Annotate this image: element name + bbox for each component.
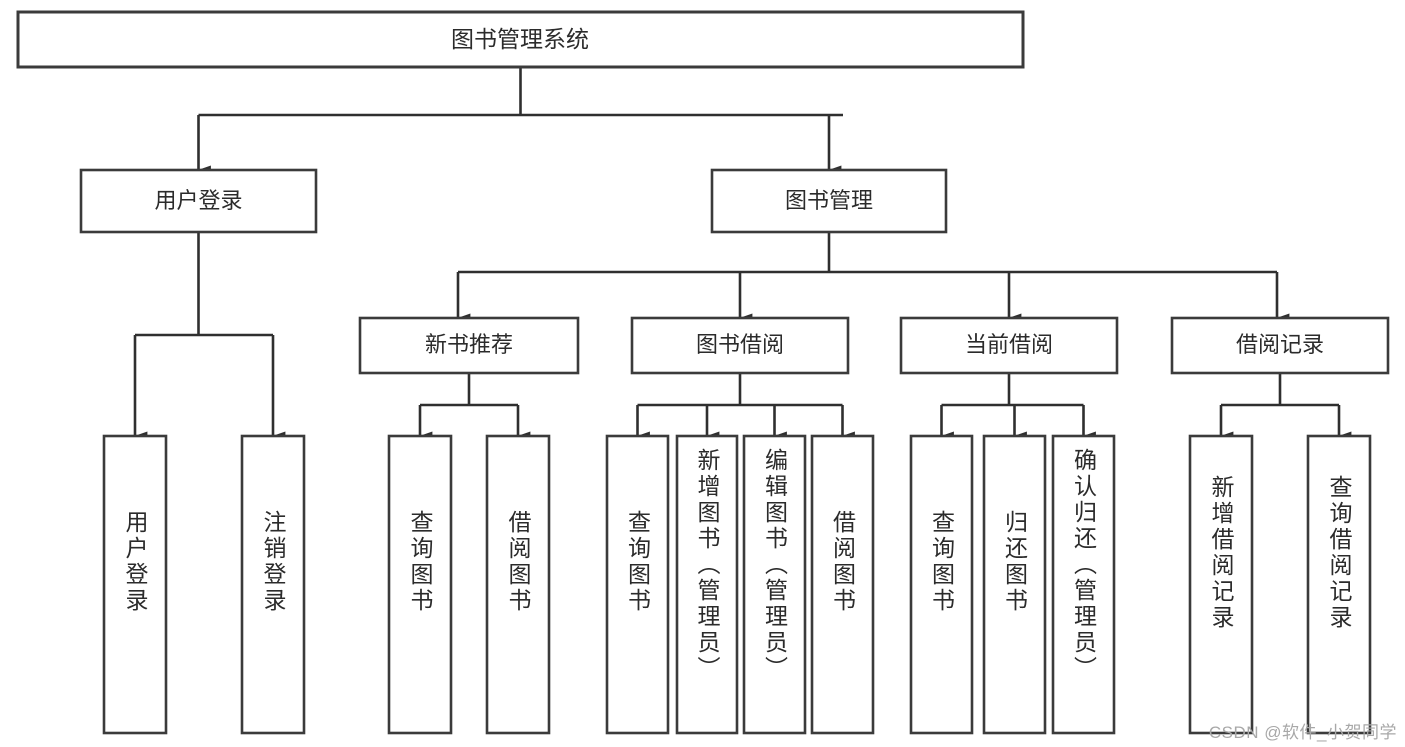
leaf-borrow-book-1-box[interactable] — [485, 434, 551, 735]
edge-group-root-to-level2 — [197, 67, 843, 175]
leaf-edit-book[interactable]: 编辑图书（管理员） — [742, 434, 807, 735]
leaf-add-book-label: 新增图书（管理员） — [694, 448, 721, 682]
node-borrow-record-box[interactable] — [1170, 316, 1390, 375]
leaf-borrow-book-2-label: 借阅图书 — [830, 510, 857, 614]
leaf-user-login-box[interactable] — [102, 434, 168, 735]
leaf-add-record-label: 新增借阅记录 — [1208, 475, 1235, 631]
node-user-login[interactable]: 用户登录 — [79, 168, 318, 234]
leaf-query-book-1[interactable]: 查询图书 — [387, 434, 453, 735]
edge-group-current-borrow-to-leaves — [940, 373, 1096, 441]
leaf-user-login-label: 用户登录 — [122, 510, 149, 614]
node-user-login-label: 用户登录 — [154, 188, 242, 213]
leaf-user-logout[interactable]: 注销登录 — [240, 434, 306, 735]
leaf-query-book-1-label: 查询图书 — [407, 510, 434, 614]
leaf-query-record[interactable]: 查询借阅记录 — [1306, 434, 1372, 735]
leaf-borrow-book-1[interactable]: 借阅图书 — [485, 434, 551, 735]
leaf-edit-book-label: 编辑图书（管理员） — [762, 448, 789, 682]
node-book-manage[interactable]: 图书管理 — [710, 168, 948, 234]
node-book-borrow-box[interactable] — [630, 316, 850, 375]
node-borrow-record[interactable]: 借阅记录 — [1170, 316, 1390, 375]
leaf-user-logout-box[interactable] — [240, 434, 306, 735]
edge-group-user-login-to-leaves — [133, 232, 286, 441]
leaf-borrow-book-2-box[interactable] — [810, 434, 875, 735]
node-user-login-box[interactable] — [79, 168, 318, 234]
leaf-borrow-book-1-label: 借阅图书 — [505, 510, 532, 614]
leaf-add-book-box[interactable] — [675, 434, 739, 735]
edge-group-book-borrow-to-leaves — [636, 373, 855, 441]
edge-group-new-book-recommend-to-leaves — [418, 373, 531, 441]
leaf-query-book-3-label: 查询图书 — [929, 510, 956, 614]
leaf-query-book-2-label: 查询图书 — [625, 510, 652, 614]
leaf-confirm-return[interactable]: 确认归还（管理员） — [1051, 434, 1116, 735]
leaf-edit-book-box[interactable] — [742, 434, 807, 735]
leaf-confirm-return-label: 确认归还（管理员） — [1071, 448, 1098, 682]
node-new-book-recommend[interactable]: 新书推荐 — [358, 316, 580, 375]
leaf-return-book[interactable]: 归还图书 — [982, 434, 1047, 735]
node-root-box[interactable] — [16, 10, 1025, 69]
node-book-manage-box[interactable] — [710, 168, 948, 234]
leaf-user-login[interactable]: 用户登录 — [102, 434, 168, 735]
node-current-borrow[interactable]: 当前借阅 — [899, 316, 1119, 375]
leaf-user-logout-label: 注销登录 — [260, 510, 287, 614]
edge-group-borrow-record-to-leaves — [1219, 373, 1352, 441]
node-book-borrow-label: 图书借阅 — [696, 332, 784, 357]
node-book-borrow[interactable]: 图书借阅 — [630, 316, 850, 375]
node-new-book-recommend-box[interactable] — [358, 316, 580, 375]
edge-group-book-manage-to-level3 — [456, 232, 1290, 323]
node-borrow-record-label: 借阅记录 — [1236, 332, 1324, 357]
leaf-query-record-label: 查询借阅记录 — [1326, 475, 1353, 631]
leaf-query-book-2[interactable]: 查询图书 — [605, 434, 670, 735]
leaf-query-book-3-box[interactable] — [909, 434, 974, 735]
leaf-borrow-book-2[interactable]: 借阅图书 — [810, 434, 875, 735]
leaf-return-book-label: 归还图书 — [1002, 510, 1029, 614]
leaf-query-book-2-box[interactable] — [605, 434, 670, 735]
leaf-add-book[interactable]: 新增图书（管理员） — [675, 434, 739, 735]
node-current-borrow-label: 当前借阅 — [965, 332, 1053, 357]
node-root-label: 图书管理系统 — [451, 26, 589, 52]
leaf-add-record-box[interactable] — [1188, 434, 1254, 735]
leaf-query-record-box[interactable] — [1306, 434, 1372, 735]
leaf-query-book-3[interactable]: 查询图书 — [909, 434, 974, 735]
leaf-confirm-return-box[interactable] — [1051, 434, 1116, 735]
leaf-add-record[interactable]: 新增借阅记录 — [1188, 434, 1254, 735]
node-new-book-recommend-label: 新书推荐 — [425, 332, 513, 357]
leaf-query-book-1-box[interactable] — [387, 434, 453, 735]
leaf-return-book-box[interactable] — [982, 434, 1047, 735]
node-current-borrow-box[interactable] — [899, 316, 1119, 375]
node-root[interactable]: 图书管理系统 — [16, 10, 1025, 69]
node-book-manage-label: 图书管理 — [785, 188, 873, 213]
